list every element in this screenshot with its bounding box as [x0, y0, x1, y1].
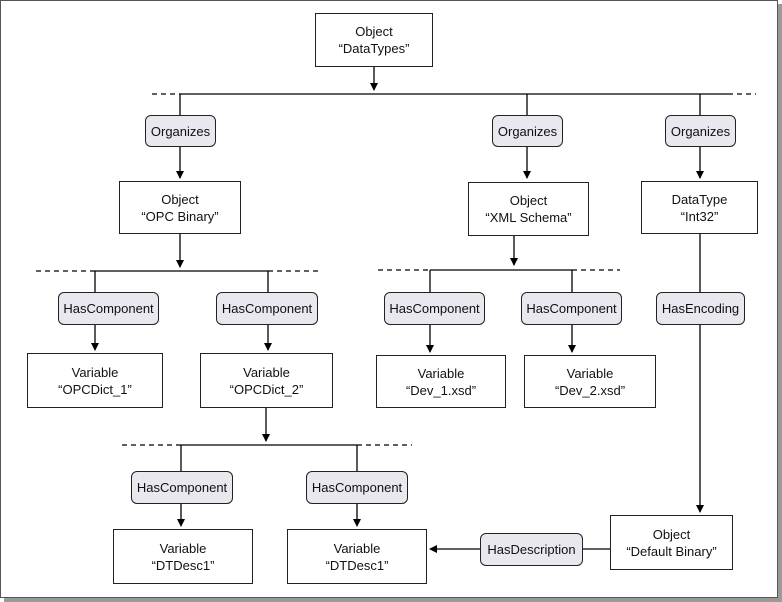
node-name: “XML Schema”: [485, 210, 572, 225]
node-name: “Dev_2.xsd”: [554, 382, 626, 398]
node-kind: Object: [355, 24, 393, 39]
node-name: “DTDesc1”: [325, 557, 389, 573]
node-name: “Int32”: [680, 208, 719, 224]
datatype-node-int32[interactable]: DataType “Int32”: [641, 181, 758, 234]
node-name: “OPCDict_2”: [229, 381, 304, 397]
node-kind: Variable: [243, 364, 290, 380]
object-node-default-binary[interactable]: Object “Default Binary”: [610, 515, 733, 570]
node-kind: Variable: [566, 365, 614, 381]
node-kind: Variable: [333, 540, 381, 556]
node-name: “DataTypes”: [338, 41, 410, 56]
node-kind: Variable: [417, 365, 465, 381]
node-name: “OPC Binary”: [141, 208, 219, 224]
object-node-xml-schema[interactable]: Object “XML Schema”: [468, 182, 589, 236]
variable-node-dev-1[interactable]: Variable “Dev_1.xsd”: [376, 355, 506, 408]
variable-node-opcdict-2[interactable]: Variable “OPCDict_2”: [200, 353, 333, 408]
hascomponent-reference-dtdesc1-left[interactable]: HasComponent: [131, 471, 233, 504]
hasdescription-reference[interactable]: HasDescription: [480, 533, 583, 566]
variable-node-dev-2[interactable]: Variable “Dev_2.xsd”: [524, 355, 656, 408]
node-name: “Dev_1.xsd”: [405, 382, 477, 398]
node-kind: DataType: [671, 191, 728, 207]
hasencoding-reference[interactable]: HasEncoding: [656, 292, 745, 325]
variable-node-dtdesc1-left[interactable]: Variable “DTDesc1”: [113, 529, 253, 584]
node-kind: Object: [652, 526, 691, 542]
object-node-opc-binary[interactable]: Object “OPC Binary”: [119, 181, 241, 234]
node-kind: Variable: [71, 364, 119, 380]
variable-node-dtdesc1-right[interactable]: Variable “DTDesc1”: [287, 529, 427, 584]
node-name: “OPCDict_1”: [58, 381, 132, 397]
object-node-datatypes[interactable]: Object “DataTypes”: [315, 13, 433, 67]
hascomponent-reference-opcdict-1[interactable]: HasComponent: [58, 292, 159, 325]
hascomponent-reference-dtdesc1-right[interactable]: HasComponent: [306, 471, 408, 504]
organizes-reference-right[interactable]: Organizes: [665, 115, 736, 147]
organizes-reference-left[interactable]: Organizes: [145, 115, 216, 147]
node-name: “Default Binary”: [626, 543, 717, 559]
organizes-reference-middle[interactable]: Organizes: [492, 115, 563, 147]
node-kind: Variable: [159, 540, 207, 556]
hascomponent-reference-dev-2[interactable]: HasComponent: [521, 292, 622, 325]
node-kind: Object: [509, 193, 548, 208]
variable-node-opcdict-1[interactable]: Variable “OPCDict_1”: [27, 353, 163, 408]
hascomponent-reference-dev-1[interactable]: HasComponent: [384, 292, 485, 325]
node-name: “DTDesc1”: [151, 557, 215, 573]
hascomponent-reference-opcdict-2[interactable]: HasComponent: [216, 292, 318, 325]
node-kind: Object: [161, 191, 199, 207]
